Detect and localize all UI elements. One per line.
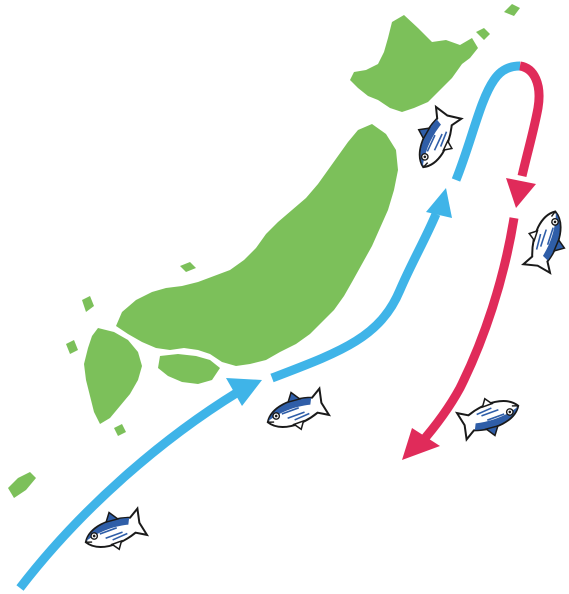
northbound-path-middle bbox=[270, 212, 441, 383]
honshu bbox=[116, 124, 398, 366]
hokkaido-east-islet bbox=[476, 28, 490, 40]
bonito-fish-icon bbox=[404, 103, 466, 176]
oki-island bbox=[180, 262, 196, 272]
japan-land bbox=[8, 4, 520, 498]
goto-islet bbox=[66, 340, 78, 354]
kyushu bbox=[84, 328, 142, 424]
southbound-arrowhead-south bbox=[402, 428, 440, 460]
southbound-path-north bbox=[517, 61, 544, 178]
arrow-northbound-icon bbox=[16, 61, 521, 591]
northbound-path-north bbox=[451, 61, 521, 182]
northbound-path-south bbox=[16, 388, 241, 591]
tsushima-island bbox=[82, 296, 94, 312]
northbound-arrowhead-middle bbox=[426, 188, 452, 218]
bonito-fish-icon bbox=[454, 387, 527, 447]
bonito-fish-icon bbox=[259, 381, 332, 441]
northbound-arrowhead-south bbox=[226, 378, 262, 406]
hokkaido bbox=[350, 15, 478, 112]
amami-islet bbox=[8, 472, 36, 498]
southbound-path-south bbox=[416, 217, 519, 447]
kuril-islet bbox=[504, 4, 520, 16]
sado-island bbox=[298, 206, 312, 220]
bonito-fish-icon bbox=[518, 204, 569, 276]
arrow-southbound-icon bbox=[402, 61, 544, 460]
shikoku bbox=[158, 354, 220, 384]
southbound-arrowhead-north bbox=[506, 178, 536, 208]
tanegashima-islet bbox=[114, 424, 126, 436]
